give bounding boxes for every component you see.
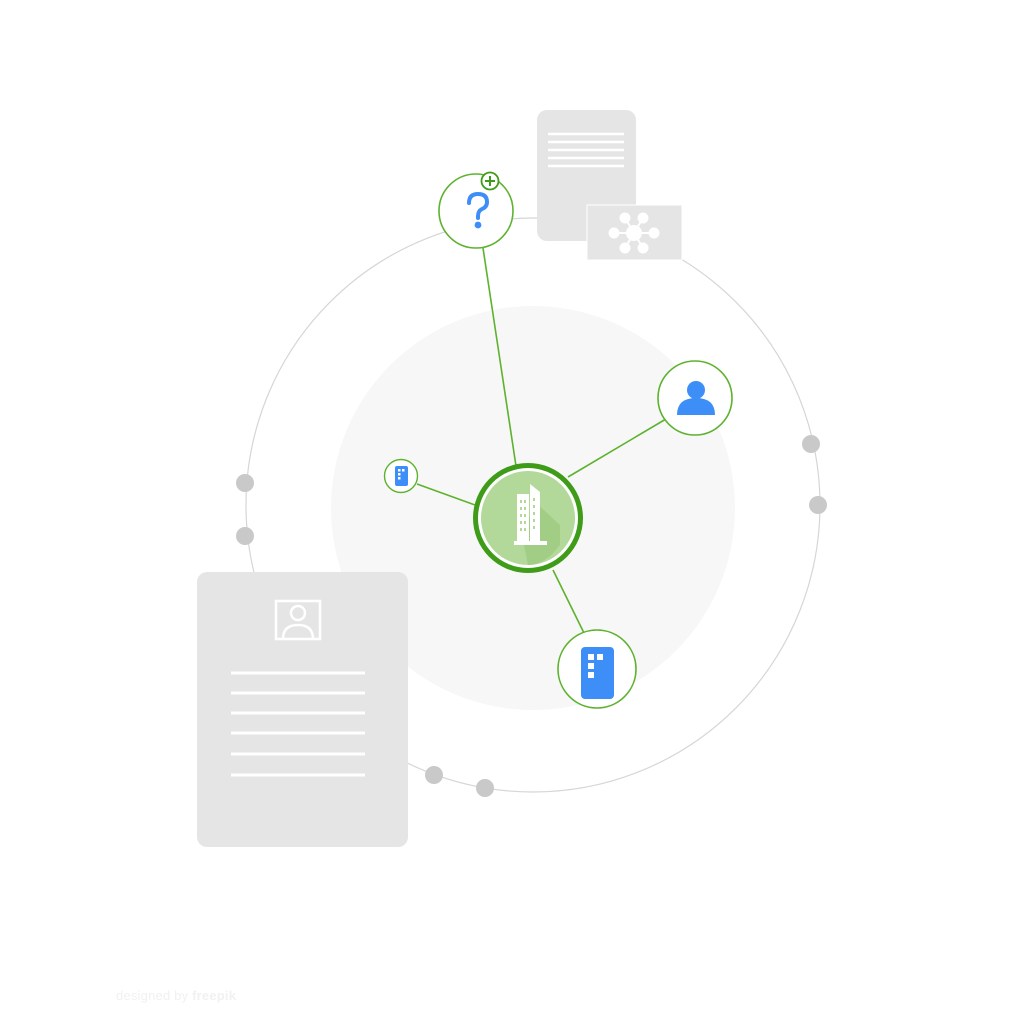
plus-circle-icon	[480, 171, 500, 191]
office-building-icon	[514, 484, 547, 545]
orbit-dot	[476, 779, 494, 797]
connector-right	[567, 418, 667, 478]
document-lines	[548, 132, 624, 168]
connectors	[416, 247, 667, 634]
node-device	[557, 629, 637, 709]
network-hub-icon	[608, 212, 660, 254]
watermark-prefix: designed by	[116, 988, 189, 1003]
document-card-top	[537, 110, 683, 261]
document-sheet	[197, 572, 408, 847]
profile-document	[197, 572, 408, 847]
orbit-dot	[809, 496, 827, 514]
document-lines	[231, 671, 365, 777]
orbit-dot	[802, 435, 820, 453]
watermark: designed by freepik	[116, 988, 236, 1003]
mobile-device-icon	[581, 647, 614, 699]
connector-top	[482, 247, 517, 467]
watermark-brand: freepik	[192, 988, 237, 1003]
question-mark-icon	[467, 191, 490, 229]
connector-bottom	[552, 569, 585, 634]
node-center	[473, 463, 583, 573]
node-user	[657, 360, 733, 436]
user-icon	[677, 381, 715, 415]
mobile-device-icon	[395, 466, 408, 486]
orbit-dot	[236, 527, 254, 545]
node-device-small	[383, 458, 419, 494]
connector-left	[416, 483, 476, 506]
orbit-dot	[236, 474, 254, 492]
node-question	[438, 171, 514, 249]
profile-photo-icon	[274, 599, 322, 641]
orbit-dots	[236, 435, 827, 797]
orbit-dot	[425, 766, 443, 784]
